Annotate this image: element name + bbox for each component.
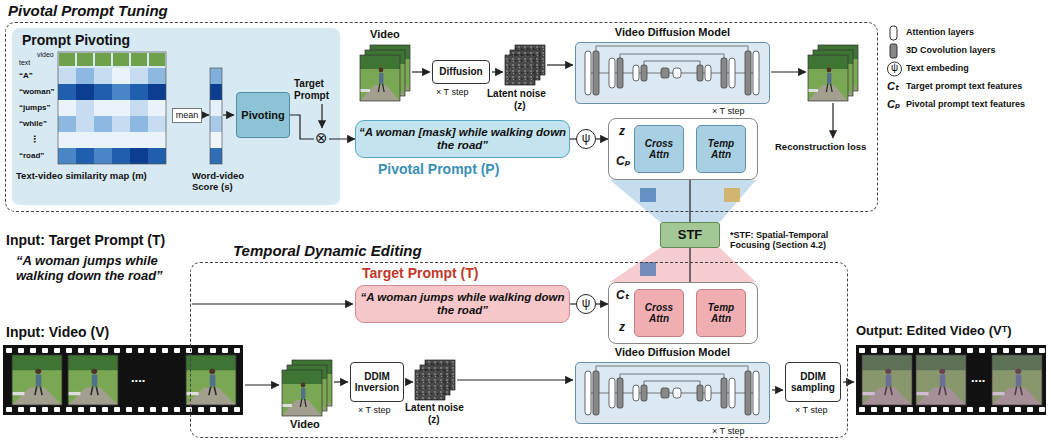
node-text: DDIM sampling <box>786 371 840 394</box>
diffusion-box: Diffusion <box>432 60 490 84</box>
dashed-region: Pivotal Prompt TuningPrompt Pivotingmean… <box>5 22 878 212</box>
attn-block: Temp Attn <box>696 289 746 337</box>
ddim-box: DDIM Inversion <box>350 362 404 402</box>
label-text: (z) <box>514 100 526 112</box>
label-text: × T step <box>795 405 827 415</box>
label-text: ψ <box>889 62 900 74</box>
legend-text: Attention layers <box>906 27 974 37</box>
node-text: Temporal Dynamic Editing <box>231 242 424 259</box>
prompt-box: “A woman jumps while walking down the ro… <box>355 285 570 323</box>
label-text: (z) <box>428 414 440 426</box>
node-text: mean <box>174 110 201 120</box>
node-text: Cₚ <box>614 155 632 169</box>
model-box: Video Diffusion Model <box>575 42 770 104</box>
label-text: Video <box>370 28 400 41</box>
legend-text: Text embeding <box>906 63 969 73</box>
film-strip <box>3 345 243 415</box>
legend-text: 3D Covolution layers <box>906 45 996 55</box>
label-text: × T step <box>358 405 390 415</box>
node-text: DDIM Inversion <box>351 371 403 394</box>
node-text: ψ <box>580 132 593 146</box>
embed-circle: ψ <box>576 294 596 314</box>
node-text: Diffusion <box>437 66 484 78</box>
label-text: video <box>37 51 54 59</box>
node-text: Cross Attn <box>635 138 683 161</box>
node-text: Prompt Pivoting <box>20 32 132 48</box>
label-text: Latent noise <box>405 402 464 414</box>
label-text: × T step <box>712 426 744 436</box>
label-text: Input: Target Prompt (T) <box>6 232 165 248</box>
model-box: Video Diffusion Model <box>575 362 770 424</box>
label-text: “woman” <box>19 87 55 96</box>
label-text: Input: Video (V) <box>6 324 109 340</box>
attn-block: Cross Attn <box>634 125 684 173</box>
label-text: “road” <box>19 151 44 160</box>
label-text: Word-video Score (s) <box>192 171 264 193</box>
label-text: × T step <box>712 106 744 116</box>
label-text: Cₜ <box>887 80 899 93</box>
attention-panel: Cₜ z Cross Attn Temp Attn <box>608 282 758 344</box>
label-text: Cₚ <box>887 98 900 111</box>
connector <box>689 248 690 282</box>
label-text: Output: Edited Video (Vᵀ) <box>856 324 1012 339</box>
node-text: z <box>617 321 627 335</box>
node-text: Temp Attn <box>697 302 745 325</box>
label-text: “A woman jumps while walking down the ro… <box>16 254 186 284</box>
node-text: Video Diffusion Model <box>576 346 769 359</box>
similarity-map <box>58 52 166 164</box>
node-text: STF <box>676 228 705 243</box>
connector <box>689 180 690 222</box>
label-text: Target Prompt <box>294 78 340 101</box>
node-text: ψ <box>580 297 593 311</box>
label-text: .... <box>971 371 985 386</box>
node-text: Pivoting <box>239 109 286 122</box>
video-clip <box>282 45 858 416</box>
connector <box>596 303 608 304</box>
label-text: “while” <box>19 119 47 128</box>
label-text: Reconstruction loss <box>775 142 866 153</box>
label-text: Text-video similarity map (m) <box>16 171 147 182</box>
attn-block: Cross Attn <box>634 289 684 337</box>
label-text: Latent noise <box>487 88 546 100</box>
label-text: Video <box>290 418 320 431</box>
label-text: Target Prompt (T) <box>362 265 478 281</box>
panel-fill <box>12 28 340 205</box>
stf-box: STF <box>660 222 720 248</box>
film-strip <box>856 345 1046 415</box>
label-text: “A” <box>19 71 33 80</box>
flow-arrows <box>192 65 854 390</box>
label-text: .... <box>131 371 145 386</box>
attn-block: Temp Attn <box>696 125 746 173</box>
label-text: ⊗ <box>314 129 329 146</box>
dashed-region: Temporal Dynamic Editing“A woman jumps w… <box>190 262 848 438</box>
label-text: × T step <box>436 87 468 97</box>
ddim-box: DDIM sampling <box>785 362 841 402</box>
embed-circle: ψ <box>576 129 596 149</box>
latent-noise <box>415 45 545 400</box>
connector <box>596 138 608 139</box>
legend-text: Target prompt text features <box>906 81 1022 91</box>
label-text: *STF: Spatial-Temporal Focusing (Section… <box>730 230 855 251</box>
node-text: Cross Attn <box>635 302 683 325</box>
prompt-box: “A woman [mask] while walking down the r… <box>355 120 570 158</box>
node-text: Video Diffusion Model <box>576 26 769 39</box>
attention-panel: zCₚCross Attn Temp Attn <box>608 118 758 180</box>
label-text: ⋮ <box>30 134 39 144</box>
legend-text: Pivotal prompt text features <box>906 99 1025 109</box>
node-text: “A woman jumps while walking down the ro… <box>356 291 569 317</box>
pivot-box: Pivoting <box>236 92 290 138</box>
score-column <box>210 68 222 164</box>
mean-box: mean <box>172 108 202 123</box>
label-text: text <box>19 59 30 67</box>
node-text: “A woman [mask] while walking down the r… <box>356 126 569 152</box>
label-text: Pivotal Prompt (P) <box>378 161 499 177</box>
node-text: Temp Attn <box>697 138 745 161</box>
label-text: “jumps” <box>19 103 51 112</box>
node-text: z <box>617 125 627 139</box>
node-text: Cₜ <box>614 289 631 303</box>
node-text: Pivotal Prompt Tuning <box>6 2 170 19</box>
legend-icons <box>888 26 902 76</box>
